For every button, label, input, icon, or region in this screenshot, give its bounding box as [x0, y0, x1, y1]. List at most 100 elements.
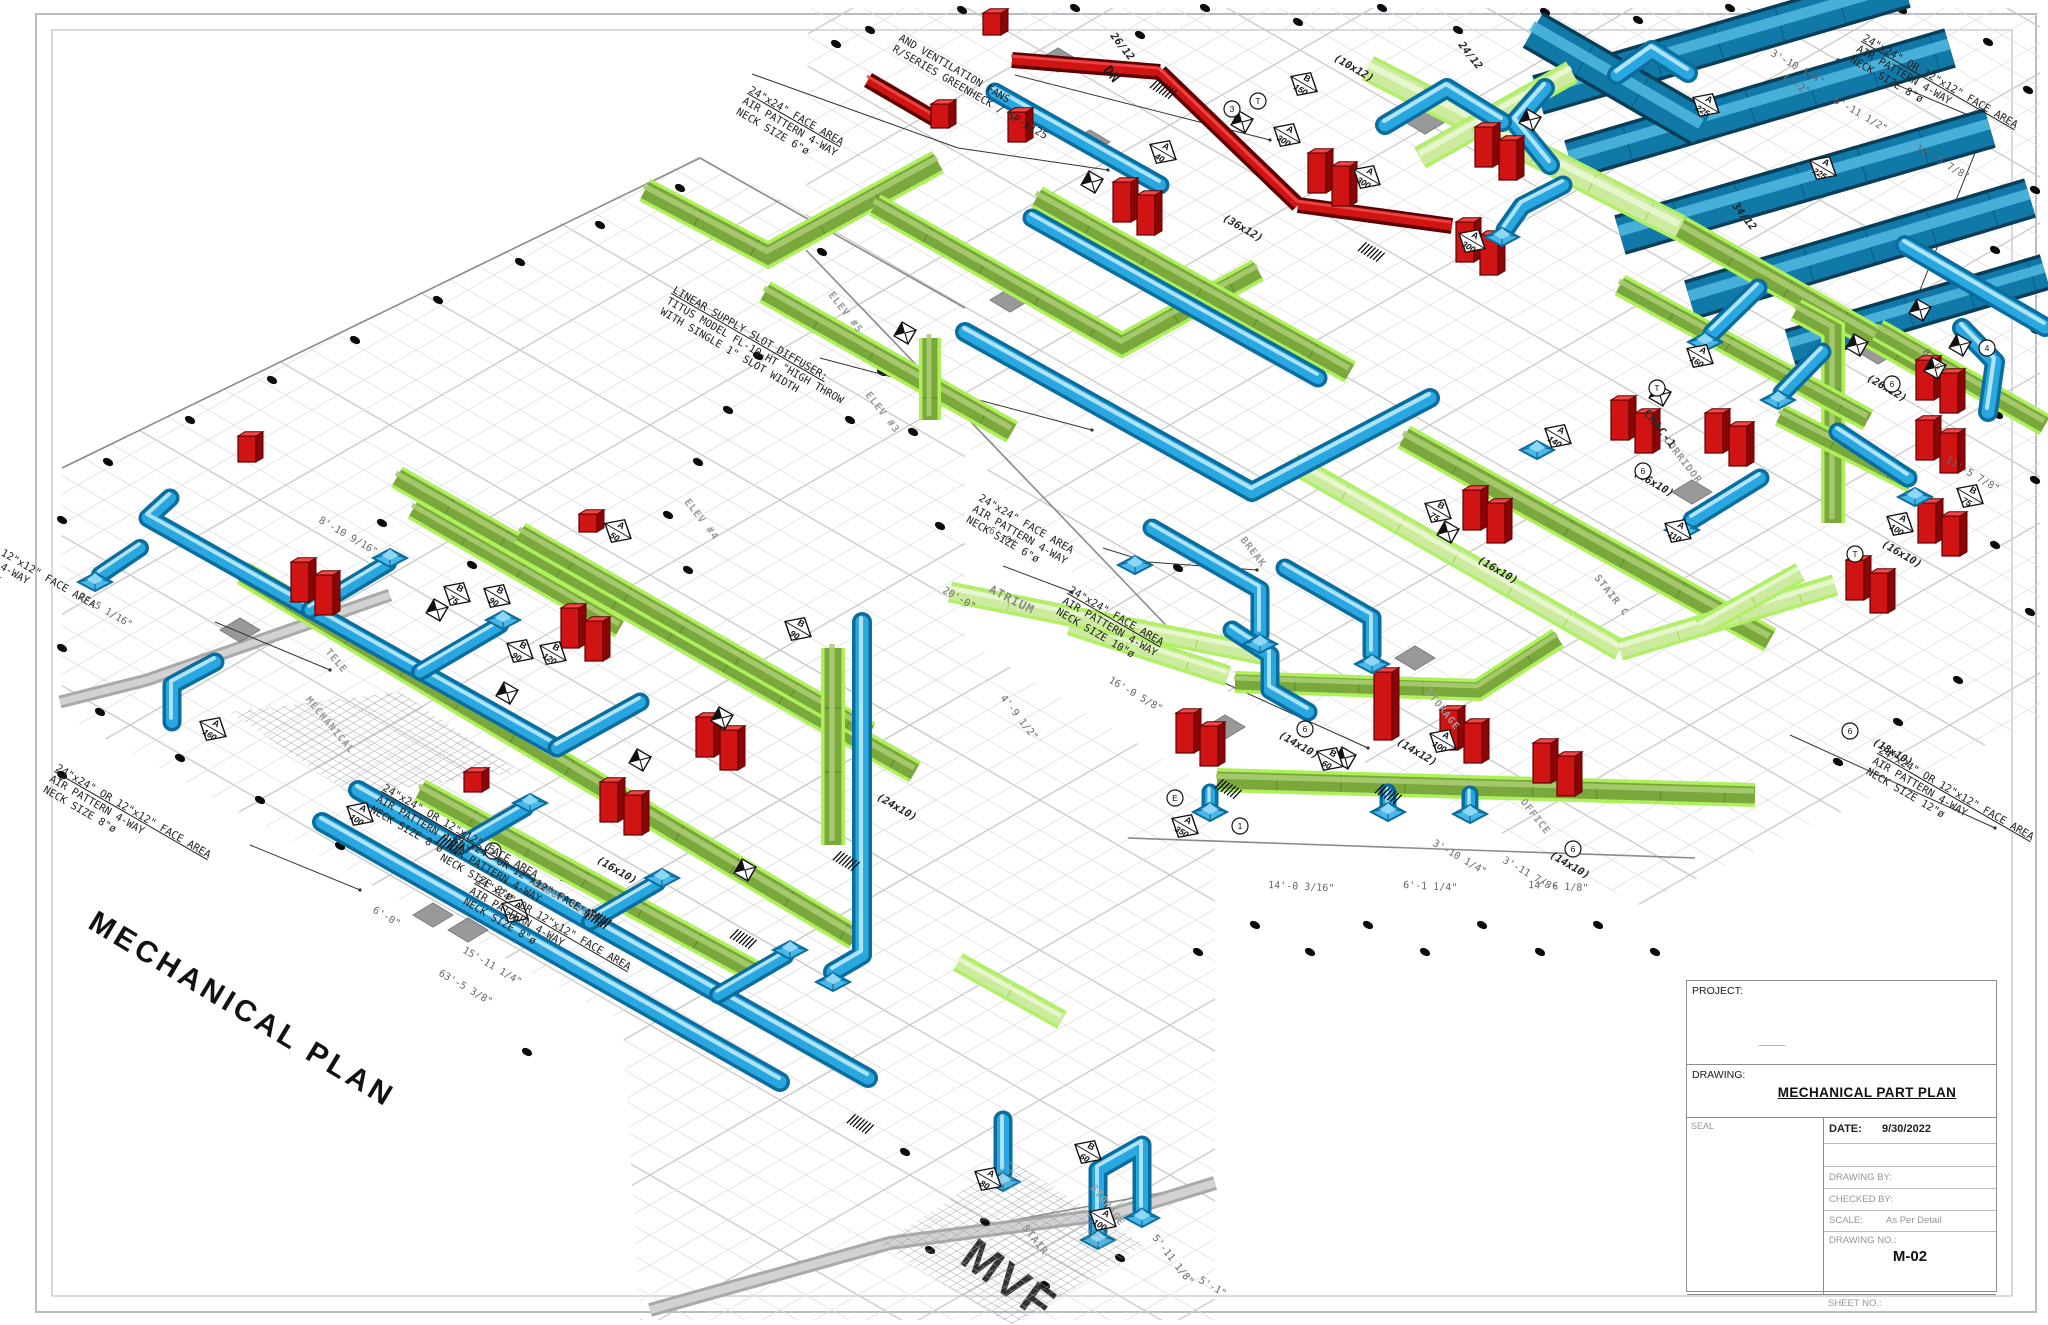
svg-text:T: T: [1255, 96, 1260, 106]
svg-text:B: B: [551, 641, 562, 653]
svg-text:3: 3: [1230, 104, 1235, 114]
svg-text:90: 90: [510, 650, 523, 664]
svg-text:3'-10 1/4": 3'-10 1/4": [1431, 838, 1489, 878]
drawing-by-row: DRAWING BY:: [1824, 1167, 1996, 1189]
svg-text:24/12: 24/12: [1455, 39, 1485, 72]
blank-row: [1824, 1144, 1996, 1167]
svg-text:24"x24" OR 12"x12" FACE AREAAI: 24"x24" OR 12"x12" FACE AREAAIR PATTERN …: [1864, 744, 2036, 865]
title-block-project-row: PROJECT:: [1687, 981, 1996, 1065]
svg-text:60: 60: [1320, 758, 1333, 772]
svg-text:5'-11 1/8": 5'-11 1/8": [1150, 1233, 1196, 1287]
svg-text:A: A: [1285, 123, 1296, 135]
scale-row: SCALE: As Per Detail: [1824, 1211, 1996, 1232]
svg-text:14'-0 3/16": 14'-0 3/16": [1268, 880, 1335, 894]
svg-text:80: 80: [978, 1178, 991, 1192]
svg-text:90: 90: [487, 595, 500, 609]
scale-label: SCALE:: [1829, 1215, 1863, 1226]
svg-text:A: A: [1704, 93, 1715, 105]
svg-text:A: A: [211, 717, 222, 729]
svg-text:A: A: [1556, 424, 1567, 436]
svg-text:A: A: [1365, 165, 1376, 177]
seal-label: SEAL: [1691, 1121, 1715, 1131]
svg-text:75: 75: [1960, 495, 1973, 509]
svg-text:T: T: [1852, 549, 1857, 559]
svg-text:A: A: [1183, 814, 1194, 826]
svg-text:14'-6 1/8": 14'-6 1/8": [1528, 880, 1589, 894]
svg-text:24"x24" FACE AREAAIR PATTERN 4: 24"x24" FACE AREAAIR PATTERN 4-WAYNECK S…: [964, 492, 1076, 578]
svg-text:ELEV #3: ELEV #3: [863, 390, 902, 436]
svg-text:A: A: [358, 802, 369, 814]
svg-text:A: A: [986, 1167, 997, 1179]
svg-text:6: 6: [1303, 724, 1308, 734]
svg-text:A: A: [1676, 519, 1687, 531]
seal-box: SEAL: [1687, 1118, 1824, 1294]
project-label: PROJECT:: [1692, 985, 1743, 997]
title-block-fields: DATE: 9/30/2022 DRAWING BY: CHECKED BY: …: [1824, 1118, 1996, 1294]
drawing-by-label: DRAWING BY:: [1829, 1172, 1892, 1183]
svg-text:A: A: [1441, 729, 1452, 741]
scale-value: As Per Detail: [1886, 1215, 1942, 1226]
sheet-no-label: SHEET NO.:: [1828, 1298, 1882, 1309]
title-block-drawing-row: DRAWING: MECHANICAL PART PLAN: [1687, 1065, 1996, 1118]
svg-text:1: 1: [1238, 821, 1243, 831]
svg-text:B: B: [518, 639, 529, 651]
svg-text:BREAK: BREAK: [1238, 535, 1268, 569]
svg-text:B: B: [1968, 484, 1979, 496]
svg-text:24"x24" OR 12"x12" FACE AREAAI: 24"x24" OR 12"x12" FACE AREAAIR PATTERN …: [41, 762, 213, 883]
svg-text:B: B: [1436, 499, 1447, 511]
drawing-label: DRAWING:: [1692, 1069, 1746, 1081]
svg-text:6'-1 1/4": 6'-1 1/4": [1403, 880, 1458, 894]
svg-text:B: B: [455, 582, 466, 594]
svg-text:6: 6: [1848, 726, 1853, 736]
svg-text:A: A: [1470, 229, 1481, 241]
svg-text:24"x24" OR 12"x12" FACE AREAAI: 24"x24" OR 12"x12" FACE AREAAIR PATTERN …: [0, 512, 98, 633]
svg-text:E: E: [1172, 793, 1178, 803]
drawing-name: MECHANICAL PART PLAN: [1777, 1085, 1957, 1100]
svg-text:A: A: [1161, 140, 1172, 152]
svg-text:15'-11 1/4": 15'-11 1/4": [461, 945, 524, 988]
svg-text:A: A: [616, 519, 627, 531]
svg-text:60: 60: [1078, 1151, 1091, 1165]
drawing-no-value: M-02: [1892, 1248, 1928, 1265]
svg-text:A: A: [1898, 512, 1909, 524]
svg-text:4'-9 1/2": 4'-9 1/2": [998, 693, 1040, 742]
svg-text:B: B: [1328, 747, 1339, 759]
checked-by-row: CHECKED BY:: [1824, 1189, 1996, 1211]
svg-text:(36x12): (36x12): [1221, 212, 1265, 245]
svg-text:90: 90: [788, 628, 801, 642]
drawing-no-label: DRAWING NO.:: [1829, 1235, 1897, 1246]
svg-text:6: 6: [1890, 379, 1895, 389]
svg-text:(24x10): (24x10): [875, 791, 919, 824]
svg-text:B: B: [495, 584, 506, 596]
svg-text:OFFICE: OFFICE: [1518, 797, 1553, 837]
title-block: PROJECT: DRAWING: MECHANICAL PART PLAN S…: [1686, 980, 1997, 1309]
date-value: 9/30/2022: [1882, 1123, 1931, 1135]
svg-text:26/12: 26/12: [1107, 30, 1137, 63]
svg-text:6: 6: [1571, 844, 1576, 854]
project-dash: [1759, 1045, 1785, 1046]
svg-text:A: A: [1101, 1207, 1112, 1219]
title-block-lower: SEAL DATE: 9/30/2022 DRAWING BY: CHECKED…: [1687, 1118, 1996, 1294]
svg-text:50: 50: [608, 530, 621, 544]
svg-text:75: 75: [1428, 510, 1441, 524]
svg-text:6'-0": 6'-0": [371, 905, 403, 930]
svg-text:6: 6: [1641, 466, 1646, 476]
svg-text:A: A: [1821, 156, 1832, 168]
svg-text:A: A: [513, 899, 524, 911]
svg-text:ELEV #4: ELEV #4: [682, 497, 721, 543]
date-label: DATE:: [1829, 1123, 1862, 1135]
svg-text:24"x24" FACE AREAAIR PATTERN 4: 24"x24" FACE AREAAIR PATTERN 4-WAYNECK S…: [734, 84, 846, 170]
sheet-inner-border: [51, 29, 2013, 1297]
svg-text:1: 1: [491, 846, 496, 856]
drawing-no-row: DRAWING NO.: M-02: [1824, 1232, 1996, 1277]
svg-text:40: 40: [1152, 150, 1166, 164]
svg-text:A: A: [1698, 344, 1709, 356]
sheet-no-row: SHEET NO.:: [1687, 1294, 1996, 1314]
date-row: DATE: 9/30/2022: [1824, 1118, 1996, 1144]
svg-text:B: B: [1302, 72, 1313, 84]
svg-text:16'-0 5/8": 16'-0 5/8": [1107, 675, 1165, 715]
svg-text:B: B: [796, 617, 807, 629]
